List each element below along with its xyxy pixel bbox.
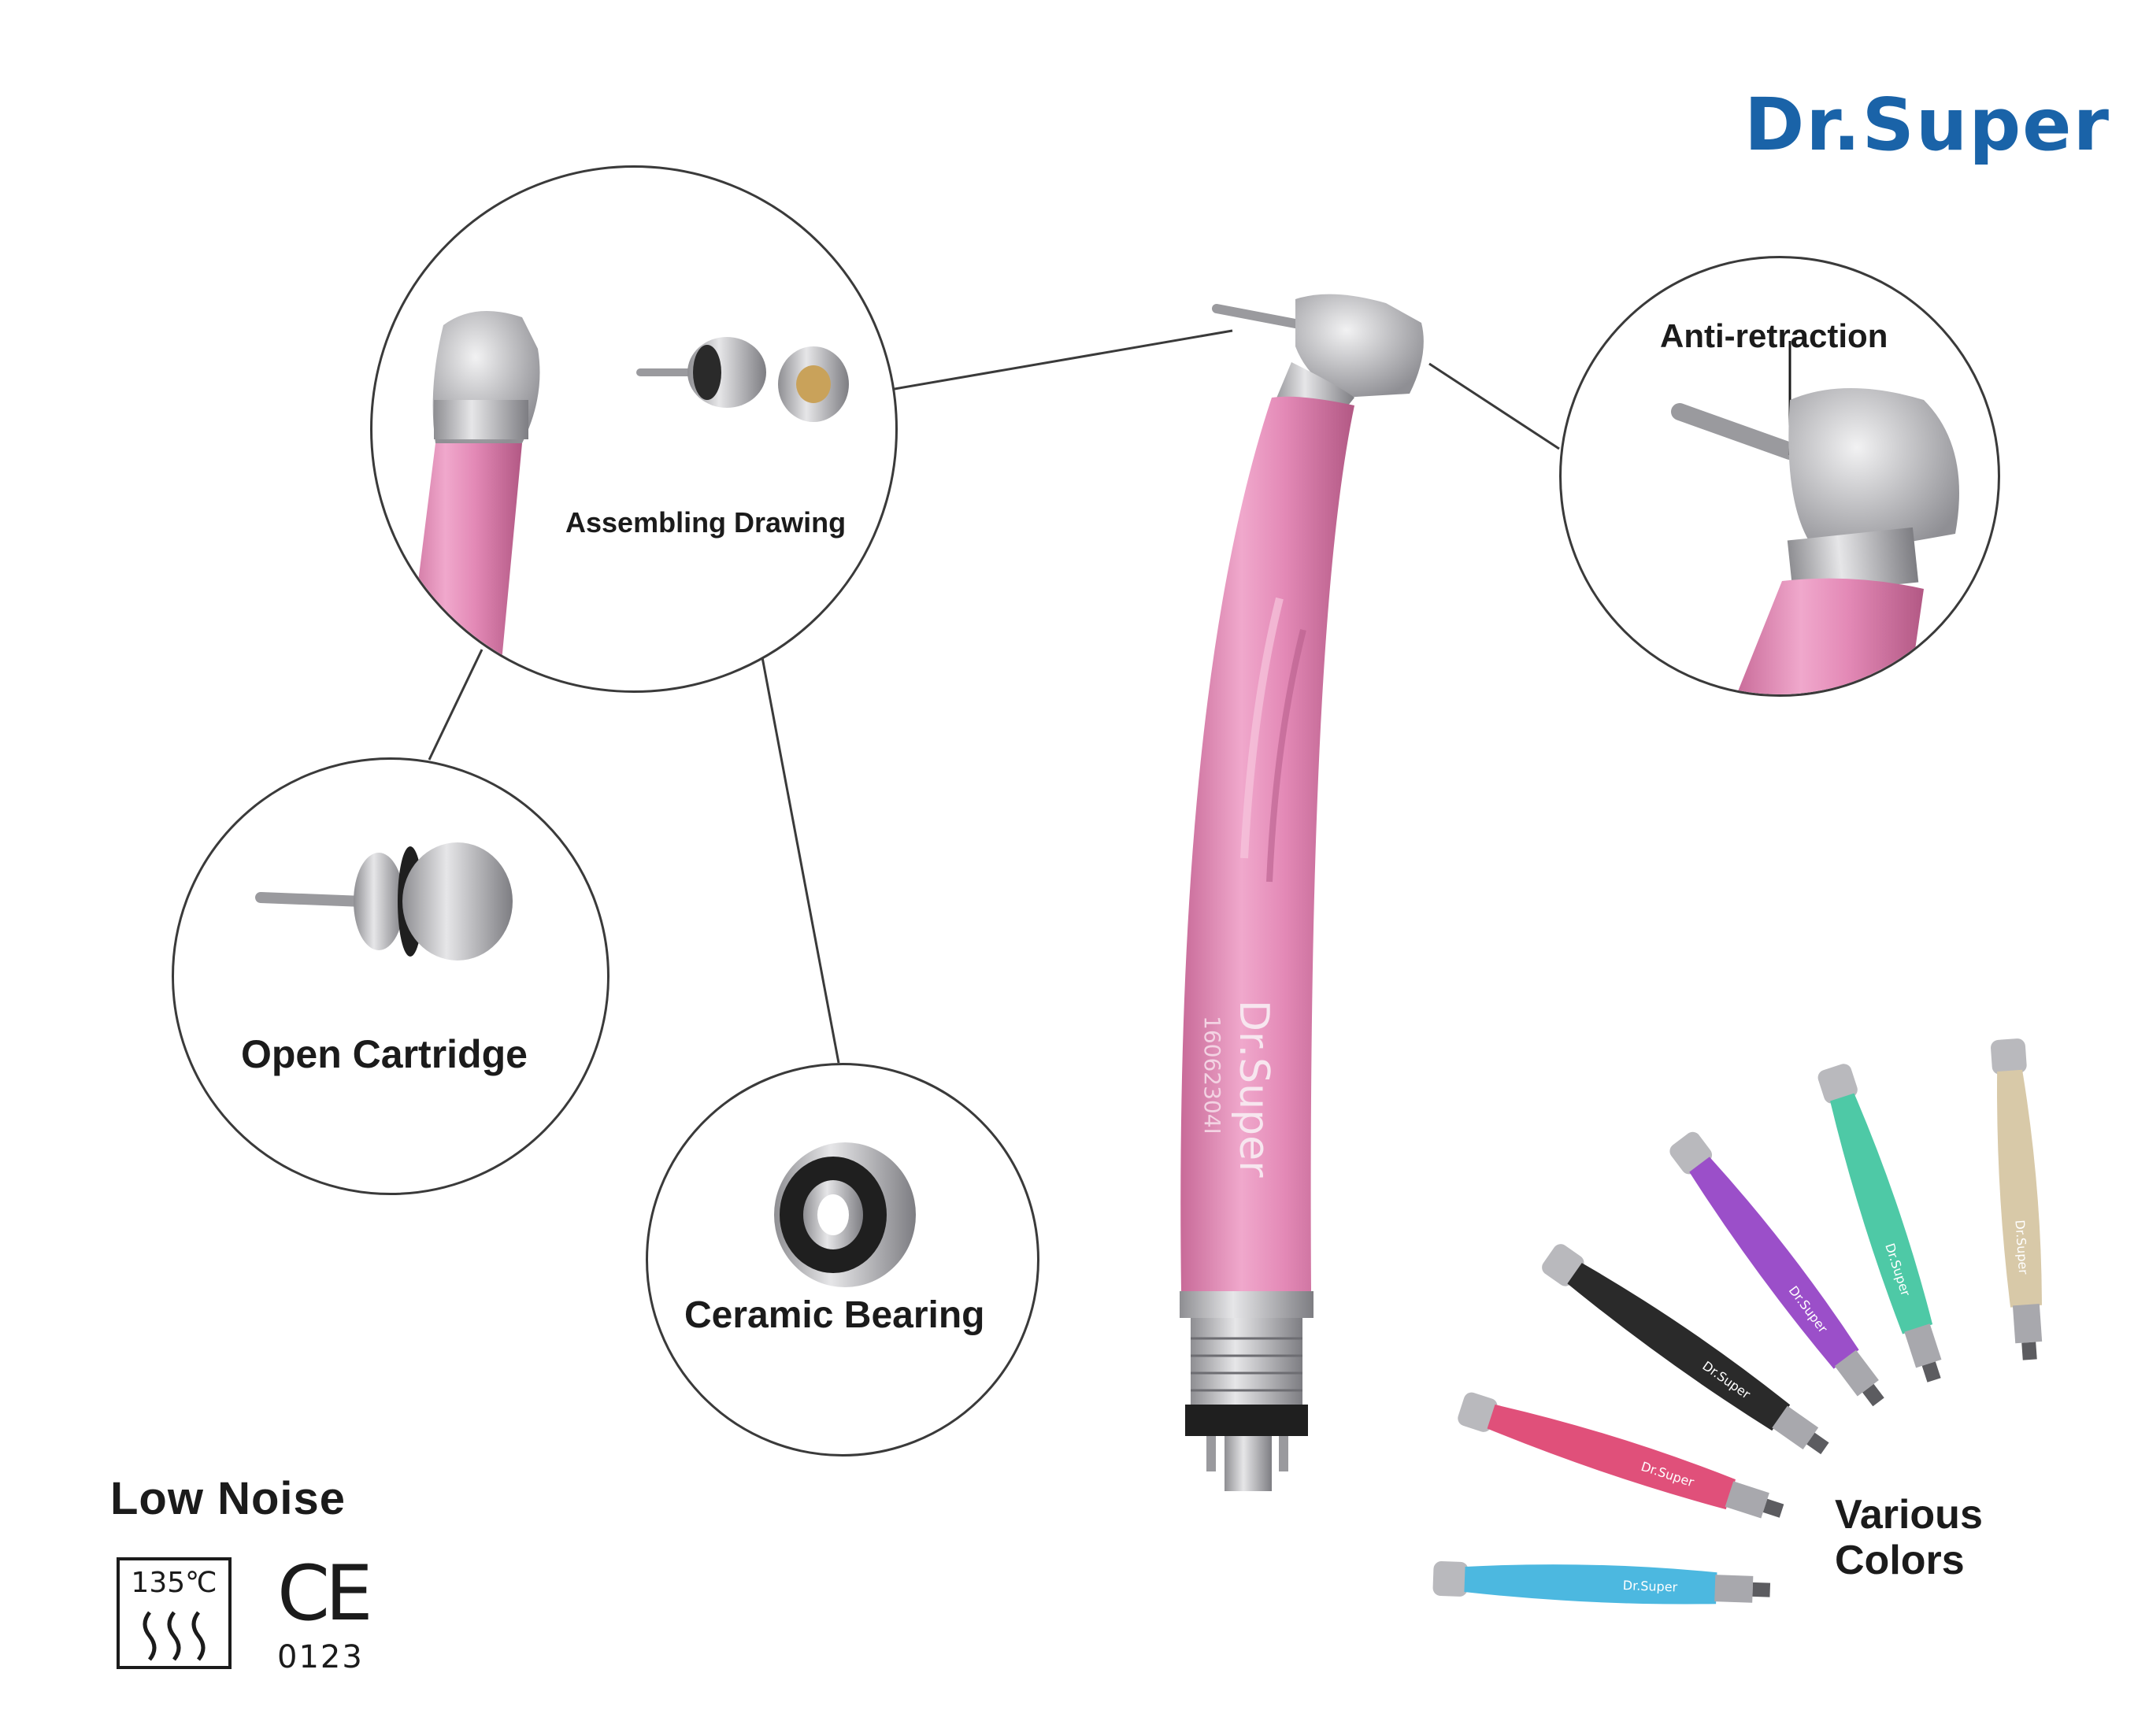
variant-head bbox=[1991, 1038, 2027, 1075]
rotor-turbine bbox=[402, 842, 513, 961]
variant-connector bbox=[1834, 1349, 1879, 1397]
variant-body bbox=[1464, 1564, 1717, 1605]
cutaway-body bbox=[404, 435, 522, 690]
variant-head bbox=[1817, 1064, 1858, 1104]
variant-body bbox=[1997, 1069, 2042, 1308]
zoom-ring bbox=[1787, 527, 1919, 596]
sterilization-box: 135℃ bbox=[117, 1557, 232, 1669]
variant-body bbox=[1567, 1263, 1791, 1431]
variant-handpiece: Dr.Super bbox=[1458, 1392, 1784, 1519]
steam-icon bbox=[143, 1611, 206, 1661]
color-variants: Dr.SuperDr.SuperDr.SuperDr.SuperDr.Super… bbox=[1432, 1038, 2043, 1605]
pin bbox=[1279, 1436, 1288, 1471]
ce-number: 0123 bbox=[277, 1639, 364, 1675]
bur-shaft bbox=[1212, 304, 1304, 329]
handpiece-body bbox=[1180, 396, 1354, 1291]
variant-head bbox=[1432, 1561, 1469, 1597]
ceramic-bearing-label: Ceramic Bearing bbox=[684, 1294, 985, 1336]
variant-connector bbox=[1904, 1323, 1942, 1368]
brand-logo: Dr.Super bbox=[1744, 83, 2110, 167]
zoom-head bbox=[1788, 388, 1959, 557]
variant-pins bbox=[1752, 1582, 1771, 1597]
rotor-collar bbox=[354, 853, 404, 950]
variant-pins bbox=[2021, 1342, 2037, 1360]
variant-head bbox=[1458, 1392, 1498, 1432]
bearing-hole bbox=[817, 1194, 849, 1235]
variant-handpiece: Dr.Super bbox=[1817, 1064, 1942, 1383]
variant-pins bbox=[1806, 1432, 1829, 1455]
open-cartridge-circle: Open Cartridge bbox=[172, 757, 610, 1195]
variant-body bbox=[1487, 1405, 1736, 1510]
various-colors-line2: Colors bbox=[1835, 1538, 1965, 1583]
connector-ring bbox=[1180, 1291, 1313, 1318]
main-handpiece: Dr.Super 16062304I bbox=[1180, 294, 1424, 1491]
variant-pins bbox=[1862, 1383, 1884, 1407]
handpiece-head bbox=[1295, 294, 1424, 398]
connector-base bbox=[1185, 1405, 1308, 1436]
connector-pins bbox=[1225, 1436, 1272, 1491]
variant-connector bbox=[1714, 1575, 1754, 1603]
variant-connector bbox=[2012, 1304, 2043, 1344]
body-groove bbox=[1266, 629, 1306, 883]
variant-handpiece: Dr.Super bbox=[1432, 1561, 1771, 1605]
variant-body bbox=[1830, 1093, 1933, 1334]
handpiece-serial: 16062304I bbox=[1199, 1016, 1225, 1135]
variant-handpiece: Dr.Super bbox=[1991, 1038, 2043, 1360]
open-cartridge-label: Open Cartridge bbox=[241, 1032, 528, 1076]
thread-lines bbox=[1191, 1337, 1302, 1392]
pin bbox=[1206, 1436, 1216, 1471]
bur-shaft bbox=[1671, 403, 1799, 460]
ce-mark: CE bbox=[277, 1549, 373, 1638]
connector-line-ceramic-bearing bbox=[761, 657, 840, 1064]
assembling-label: Assembling Drawing bbox=[565, 506, 847, 539]
variant-brand-text: Dr.Super bbox=[2012, 1220, 2031, 1275]
variant-brand-text: Dr.Super bbox=[1623, 1578, 1678, 1594]
rotor-collar bbox=[693, 345, 721, 400]
zoom-body bbox=[1736, 578, 1924, 694]
cap-inner bbox=[796, 365, 831, 403]
connector-line-assembling bbox=[889, 329, 1233, 391]
variant-connector bbox=[1772, 1405, 1819, 1450]
assembling-drawing-circle: Assembling Drawing bbox=[370, 165, 898, 693]
variant-pins bbox=[1921, 1361, 1941, 1383]
handpiece-brand-text: Dr.Super bbox=[1230, 1000, 1277, 1178]
connector-line-anti-retraction bbox=[1428, 362, 1560, 450]
ceramic-bearing-circle: Ceramic Bearing bbox=[646, 1063, 1039, 1457]
low-noise-title: Low Noise bbox=[110, 1473, 346, 1524]
sterilization-temp: 135℃ bbox=[131, 1567, 217, 1599]
variant-connector bbox=[1725, 1481, 1769, 1519]
cutaway-ring bbox=[434, 400, 528, 439]
anti-retraction-label: Anti-retraction bbox=[1660, 317, 1888, 354]
body-groove bbox=[1240, 597, 1284, 859]
rotor-shaft bbox=[255, 892, 369, 907]
variant-pins bbox=[1762, 1498, 1784, 1518]
various-colors-line1: Various bbox=[1835, 1492, 1983, 1538]
anti-retraction-circle: Anti-retraction bbox=[1559, 256, 2000, 697]
variant-body bbox=[1689, 1157, 1859, 1369]
various-colors-label: Various Colors bbox=[1835, 1492, 1983, 1583]
